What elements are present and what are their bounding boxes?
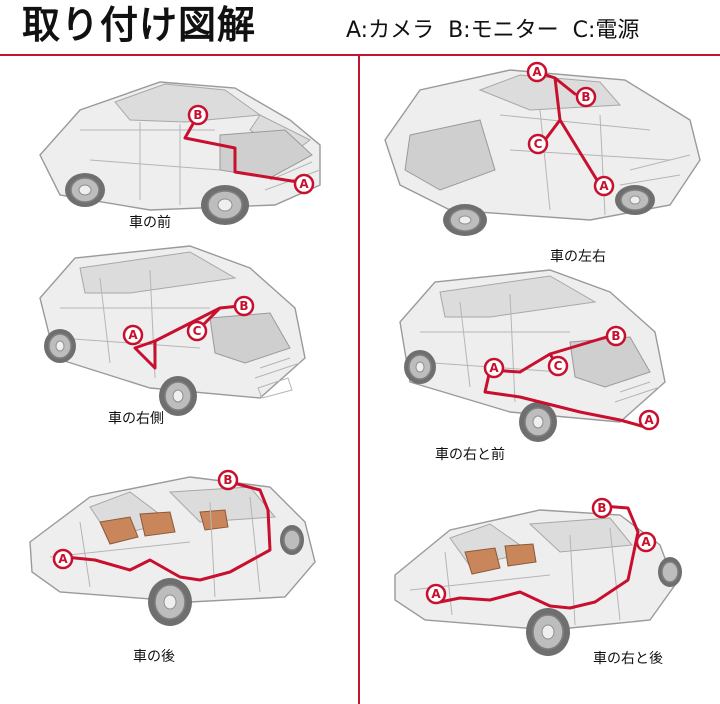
caption-rear: 車の後: [133, 649, 175, 665]
header-divider: [0, 54, 720, 56]
caption-left-right: 車の左右: [550, 249, 606, 265]
wheels: [404, 350, 557, 442]
svg-text:B: B: [193, 108, 202, 122]
svg-text:C: C: [193, 324, 202, 338]
car-front-illustration: B A: [39, 81, 321, 225]
legend-monitor: B:モニター: [448, 18, 559, 43]
svg-text:B: B: [239, 299, 248, 313]
marker-monitor: B: [591, 497, 613, 519]
marker-monitor: B: [233, 295, 255, 317]
marker-power: C: [186, 320, 208, 342]
car-body: [29, 476, 316, 603]
marker-camera-side: A: [635, 531, 657, 553]
cable-route: [63, 480, 272, 582]
panel-right-side: B A C 車の右側: [20, 238, 360, 448]
marker-camera: A: [293, 173, 315, 195]
marker-power: C: [547, 355, 569, 377]
marker-camera-rear: A: [425, 583, 447, 605]
caption-right-rear: 車の右と後: [593, 651, 663, 667]
svg-text:A: A: [299, 177, 309, 191]
svg-text:A: A: [489, 361, 499, 375]
caption-front: 車の前: [129, 215, 171, 231]
page-title: 取り付け図解: [22, 3, 257, 47]
panel-left-right: A B C A 車の左右: [370, 60, 710, 270]
car-body: [399, 269, 666, 423]
legend: A:カメラ B:モニター C:電源: [346, 12, 639, 44]
wheels: [443, 185, 655, 236]
car-body: [39, 245, 306, 399]
marker-camera-bottom: A: [593, 175, 615, 197]
wheels: [526, 557, 682, 656]
svg-text:C: C: [534, 137, 543, 151]
svg-text:B: B: [581, 90, 590, 104]
car-right-rear-illustration: B A A: [394, 497, 682, 656]
marker-camera-front: A: [638, 409, 660, 431]
svg-text:A: A: [532, 65, 542, 79]
panel-front: B A 車の前: [20, 60, 360, 270]
wheels: [148, 525, 304, 626]
marker-monitor: B: [217, 469, 239, 491]
car-right-front-illustration: B A C A: [399, 269, 666, 442]
svg-text:B: B: [611, 329, 620, 343]
svg-text:B: B: [223, 473, 232, 487]
legend-camera: A:カメラ: [346, 18, 435, 43]
svg-text:B: B: [597, 501, 606, 515]
svg-text:A: A: [599, 179, 609, 193]
marker-camera-side: A: [483, 357, 505, 379]
marker-camera-top: A: [526, 61, 548, 83]
svg-text:A: A: [641, 535, 651, 549]
marker-monitor: B: [575, 86, 597, 108]
panel-right-rear: B A A 車の右と後: [370, 490, 710, 700]
marker-camera: A: [122, 324, 144, 346]
panel-rear: B A 車の後: [20, 462, 360, 672]
marker-monitor: B: [187, 104, 209, 126]
svg-text:A: A: [128, 328, 138, 342]
svg-text:A: A: [644, 413, 654, 427]
car-body: [394, 509, 676, 631]
caption-right-front: 車の右と前: [435, 447, 505, 463]
svg-text:A: A: [58, 552, 68, 566]
cable-route: [438, 504, 640, 610]
marker-monitor: B: [605, 325, 627, 347]
panel-right-front: B A C A 車の右と前: [370, 262, 710, 472]
caption-right-side: 車の右側: [108, 411, 164, 427]
car-rear-illustration: B A: [29, 469, 316, 626]
car-body: [39, 81, 321, 211]
marker-camera: A: [52, 548, 74, 570]
column-divider: [358, 54, 360, 704]
cable-route: [183, 113, 300, 184]
marker-power: C: [527, 133, 549, 155]
legend-power: C:電源: [572, 18, 640, 43]
svg-text:C: C: [554, 359, 563, 373]
car-left-right-illustration: A B C A: [384, 61, 701, 236]
svg-text:A: A: [431, 587, 441, 601]
car-right-side-illustration: B A C: [39, 245, 306, 416]
wheels: [44, 329, 197, 416]
wheels: [65, 173, 249, 225]
